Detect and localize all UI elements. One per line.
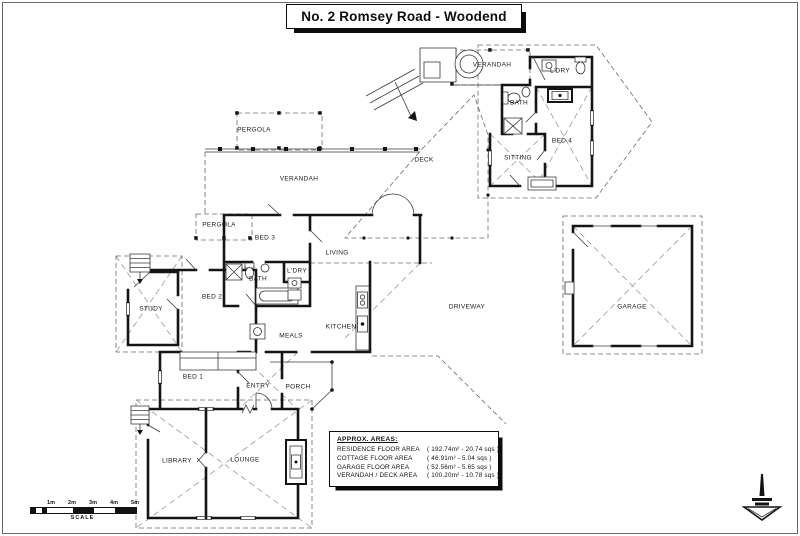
room-label-bed-3: BED 3	[254, 234, 276, 242]
room-label-pergola-side: PERGOLA	[202, 221, 236, 229]
scale-tick-2m: 2m	[68, 500, 76, 506]
room-label-bed-1: BED 1	[182, 373, 204, 381]
ramp-arrow	[408, 111, 417, 121]
room-label-verandah-cottage: VERANDAH	[472, 61, 512, 69]
north-point-logo	[744, 474, 780, 520]
area-label: COTTAGE FLOOR AREA	[337, 454, 413, 462]
room-label-driveway: DRIVEWAY	[448, 303, 486, 311]
area-row-cottage: COTTAGE FLOOR AREA ( 46.91m² - 5.04 sqs …	[337, 455, 492, 464]
window-lines	[127, 110, 659, 520]
room-label-deck: DECK	[414, 156, 434, 164]
room-label-bed-2: BED 2	[201, 293, 223, 301]
room-label-porch: PORCH	[285, 383, 311, 391]
fixtures	[130, 48, 586, 484]
scale-bar-segments	[30, 507, 137, 514]
room-label-laundry-main: L'DRY	[287, 267, 307, 275]
room-label-bath-cottage: BATH	[509, 99, 529, 107]
room-label-laundry-cottage: L'DRY	[550, 67, 570, 75]
door-swings	[134, 57, 588, 468]
area-row-verandah-deck: VERANDAH / DECK AREA ( 100.20m² - 10.78 …	[337, 472, 499, 481]
sheet-border	[3, 3, 798, 534]
verandah-and-ramp	[205, 69, 502, 413]
room-label-entry: ENTRY	[246, 382, 270, 390]
room-label-library: LIBRARY	[162, 457, 192, 465]
room-label-study: STUDY	[139, 305, 163, 313]
scale-bar-ticks: 1m 2m 3m 4m 5m	[30, 500, 140, 507]
scale-tick-5m: 5m	[131, 500, 139, 506]
areas-table: APPROX. AREAS: RESIDENCE FLOOR AREA ( 19…	[329, 431, 499, 488]
scale-bar-label: SCALE	[70, 515, 95, 521]
verandah-posts	[194, 48, 530, 411]
area-label: GARAGE FLOOR AREA	[337, 463, 410, 471]
room-label-pergola-top: PERGOLA	[237, 126, 271, 134]
scale-tick-4m: 4m	[110, 500, 118, 506]
room-label-meals: MEALS	[279, 332, 303, 340]
area-value: ( 192.74m² - 20.74 sqs )	[427, 446, 499, 453]
area-label: VERANDAH / DECK AREA	[337, 472, 418, 480]
area-row-garage: GARAGE FLOOR AREA ( 52.56m² - 5.65 sqs )	[337, 464, 492, 473]
scale-bar: 1m 2m 3m 4m 5m SCALE	[30, 500, 140, 521]
room-label-garage: GARAGE	[617, 303, 647, 311]
scale-tick-3m: 3m	[89, 500, 97, 506]
area-value: ( 52.56m² - 5.65 sqs )	[427, 463, 492, 471]
room-label-lounge: LOUNGE	[230, 456, 260, 464]
title-box: No. 2 Romsey Road - Woodend	[286, 4, 522, 29]
scale-tick-1m: 1m	[47, 500, 55, 506]
room-label-bath-main: BATH	[248, 275, 268, 283]
room-label-verandah-main: VERANDAH	[279, 175, 319, 183]
areas-heading: APPROX. AREAS:	[337, 436, 398, 443]
room-label-bed-4: BED 4	[551, 137, 573, 145]
garage-walls	[573, 226, 692, 346]
room-label-living: LIVING	[325, 249, 349, 257]
area-row-residence: RESIDENCE FLOOR AREA ( 192.74m² - 20.74 …	[337, 446, 499, 455]
area-value: ( 100.20m² - 10.78 sqs )	[427, 472, 499, 480]
area-value: ( 46.91m² - 5.04 sqs )	[427, 454, 492, 462]
area-label: RESIDENCE FLOOR AREA	[337, 446, 420, 453]
room-label-kitchen: KITCHEN	[325, 323, 357, 331]
cottage-walls	[490, 57, 592, 186]
page-title: No. 2 Romsey Road - Woodend	[301, 9, 507, 24]
room-label-sitting: SITTING	[504, 154, 532, 162]
